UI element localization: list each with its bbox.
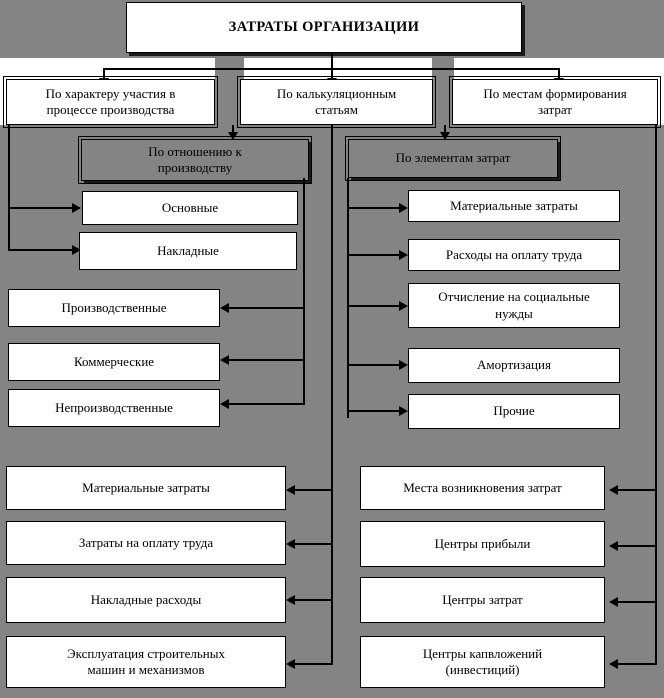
level1-label-0: По характеру участия в процессе производ… <box>45 85 176 117</box>
spine-cost-elements <box>347 178 349 418</box>
group-header-relation-to-production[interactable]: По отношению к производству <box>78 136 312 184</box>
arrow-left-costing-3 <box>286 659 295 669</box>
elements-line-1 <box>347 254 401 256</box>
elements-line-4 <box>347 410 401 412</box>
arrow-right-elements-4 <box>399 406 408 416</box>
group-header-label-1: По элементам затрат <box>395 150 511 166</box>
spine-costing-items <box>331 125 333 665</box>
places-label-2: Центры затрат <box>442 591 523 607</box>
trunk-vline <box>331 53 333 69</box>
arrow-left-branch-b-2 <box>220 399 229 409</box>
node-neproizvodstvennye[interactable]: Непроизводственные <box>8 389 220 427</box>
trunk-drop-left <box>103 68 105 80</box>
node-amortization[interactable]: Амортизация <box>408 348 620 383</box>
node-cost-centers[interactable]: Центры затрат <box>360 577 605 623</box>
places-line-3 <box>618 663 657 665</box>
costing-label-1: Затраты на оплату труда <box>78 534 214 550</box>
arrow-left-places-0 <box>609 485 618 495</box>
node-profit-centers[interactable]: Центры прибыли <box>360 521 605 567</box>
branch-b-label-2: Непроизводственные <box>55 399 173 415</box>
arrow-left-costing-1 <box>286 539 295 549</box>
node-material-costs-elements[interactable]: Материальные затраты <box>408 190 620 222</box>
places-label-1: Центры прибыли <box>434 535 531 551</box>
node-proizvodstvennye[interactable]: Производственные <box>8 289 220 327</box>
places-label-3: Центры капвложений (инвестиций) <box>422 645 543 677</box>
arrow-right-elements-1 <box>399 250 408 260</box>
level1-label-2: По местам формирования затрат <box>483 85 627 117</box>
conn-costing-to-grouphdr-b <box>444 125 446 135</box>
arrow-left-costing-0 <box>286 485 295 495</box>
node-osnovnye[interactable]: Основные <box>82 191 298 225</box>
elements-line-3 <box>347 364 401 366</box>
spine-grouphdr-a-right <box>303 178 305 404</box>
costing-line-1 <box>295 543 333 545</box>
branch-a-line-1 <box>8 249 74 251</box>
node-material-costs-costing[interactable]: Материальные затраты <box>6 466 286 510</box>
places-line-2 <box>618 601 657 603</box>
arrow-right-elements-0 <box>399 203 408 213</box>
branch-a-line-0 <box>8 207 74 209</box>
spine-formation-places <box>655 125 657 665</box>
root-box-label: ЗАТРАТЫ ОРГАНИЗАЦИИ <box>228 19 420 36</box>
branch-b-line-0 <box>229 307 305 309</box>
costing-line-0 <box>295 489 333 491</box>
node-social-contributions[interactable]: Отчисление на социальные нужды <box>408 283 620 328</box>
elements-label-4: Прочие <box>493 403 535 419</box>
node-cost-origin-places[interactable]: Места возникновения затрат <box>360 466 605 510</box>
elements-label-1: Расходы на оплату труда <box>445 246 583 262</box>
arrow-left-places-3 <box>609 659 618 669</box>
arrow-left-branch-b-1 <box>220 355 229 365</box>
level1-box-participation-nature[interactable]: По характеру участия в процессе производ… <box>3 76 218 128</box>
node-labor-costs-costing[interactable]: Затраты на оплату труда <box>6 521 286 565</box>
trunk-drop-right <box>558 68 560 80</box>
arrow-down-grouphdr-b <box>440 132 450 140</box>
elements-label-3: Амортизация <box>477 357 551 373</box>
arrow-left-costing-2 <box>286 595 295 605</box>
node-nakladnye[interactable]: Накладные <box>79 232 297 270</box>
branch-b-label-0: Производственные <box>61 299 167 315</box>
elements-label-2: Отчисление на социальные нужды <box>438 289 590 321</box>
group-header-label-0: По отношению к производству <box>148 143 242 175</box>
trunk-drop-mid <box>331 68 333 80</box>
arrow-left-branch-b-0 <box>220 303 229 313</box>
level1-gap-1 <box>215 58 244 134</box>
costing-label-3: Эксплуатация строительных машин и механи… <box>67 645 225 677</box>
group-header-cost-elements[interactable]: По элементам затрат <box>345 136 561 181</box>
arrow-right-branch-a-0 <box>72 203 81 213</box>
branch-b-line-2 <box>229 403 305 405</box>
level1-box-costing-items[interactable]: По калькуляционным статьям <box>237 76 436 128</box>
node-kommercheskie[interactable]: Коммерческие <box>8 343 220 381</box>
arrow-left-places-1 <box>609 541 618 551</box>
costing-line-3 <box>295 663 333 665</box>
costing-label-2: Накладные расходы <box>90 591 202 607</box>
conn-participation-to-grouphdr-a <box>232 125 234 135</box>
places-line-1 <box>618 545 657 547</box>
spine-left-a <box>8 125 10 250</box>
arrow-right-elements-3 <box>399 360 408 370</box>
elements-line-2 <box>347 305 401 307</box>
branch-b-line-1 <box>229 359 305 361</box>
arrow-right-elements-2 <box>399 301 408 311</box>
elements-label-0: Материальные затраты <box>450 197 578 213</box>
root-box-organization-costs[interactable]: ЗАТРАТЫ ОРГАНИЗАЦИИ <box>126 2 522 53</box>
elements-line-0 <box>347 207 401 209</box>
branch-a-label-1: Накладные <box>157 242 219 258</box>
branch-b-label-1: Коммерческие <box>73 353 155 369</box>
branch-a-label-0: Основные <box>161 199 219 215</box>
node-other-elements[interactable]: Прочие <box>408 394 620 429</box>
costing-line-2 <box>295 599 333 601</box>
arrow-left-places-2 <box>609 597 618 607</box>
arrow-right-branch-a-1 <box>72 245 81 255</box>
arrow-down-grouphdr-a <box>228 132 238 140</box>
node-machinery-operation[interactable]: Эксплуатация строительных машин и механи… <box>6 636 286 688</box>
node-overhead-costs[interactable]: Накладные расходы <box>6 577 286 623</box>
level1-gap-2 <box>432 58 454 134</box>
level1-box-formation-places[interactable]: По местам формирования затрат <box>449 76 661 128</box>
level1-label-1: По калькуляционным статьям <box>276 85 397 117</box>
costing-label-0: Материальные затраты <box>82 479 210 495</box>
node-investment-centers[interactable]: Центры капвложений (инвестиций) <box>360 636 605 688</box>
places-line-0 <box>618 489 657 491</box>
node-labor-expenses[interactable]: Расходы на оплату труда <box>408 239 620 271</box>
places-label-0: Места возникновения затрат <box>403 479 562 495</box>
